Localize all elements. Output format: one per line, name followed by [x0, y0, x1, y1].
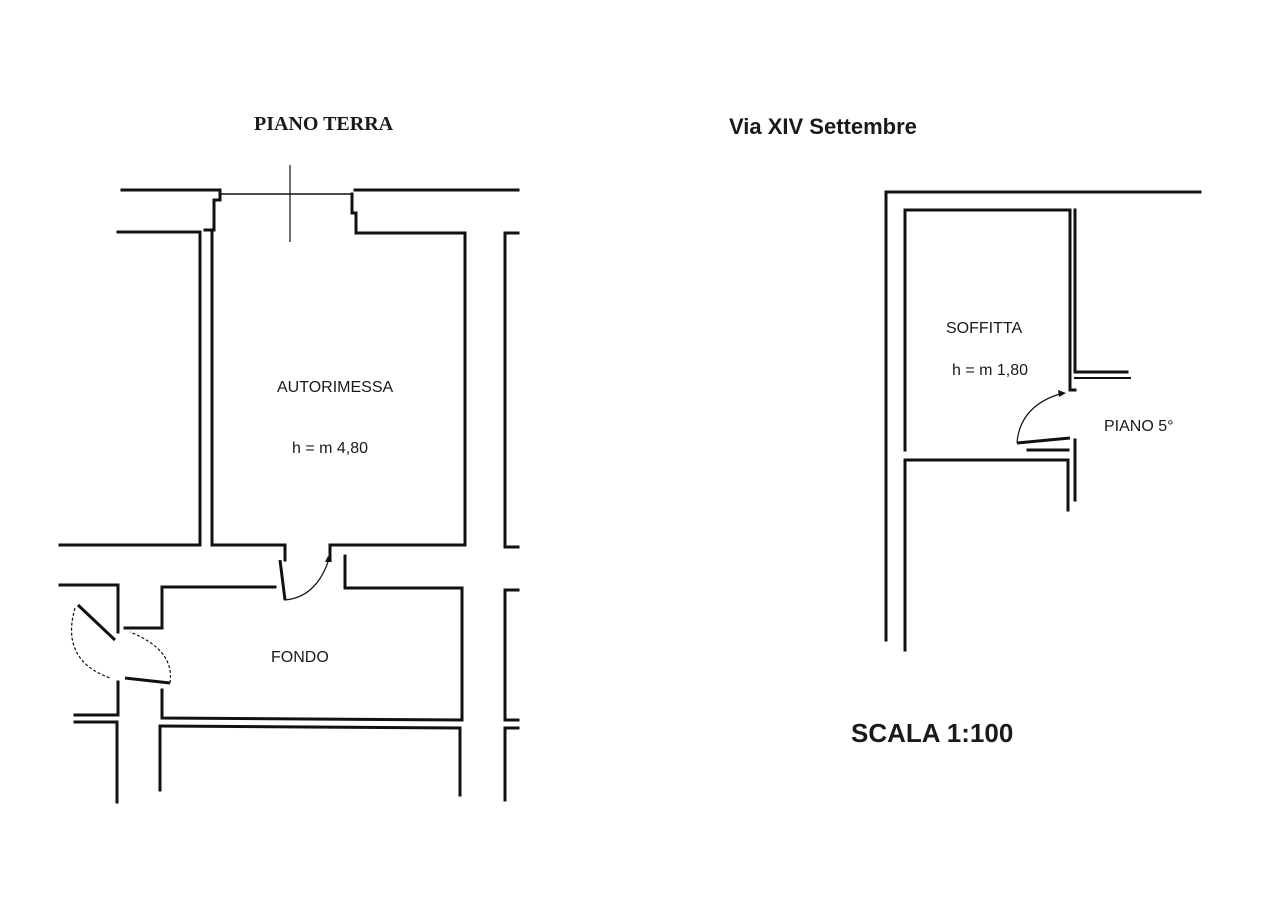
scale-label: SCALA 1:100 — [851, 718, 1014, 748]
room-height-soffitta: h = m 1,80 — [952, 362, 1029, 379]
ground-floor-title: PIANO TERRA — [254, 113, 394, 135]
floor-label: PIANO 5° — [1104, 418, 1174, 435]
street-name-title: Via XIV Settembre — [729, 114, 917, 139]
room-label-soffitta: SOFFITTA — [946, 320, 1023, 337]
room-height-autorimessa: h = m 4,80 — [292, 440, 369, 457]
room-label-fondo: FONDO — [271, 649, 329, 666]
room-label-autorimessa: AUTORIMESSA — [277, 379, 394, 396]
